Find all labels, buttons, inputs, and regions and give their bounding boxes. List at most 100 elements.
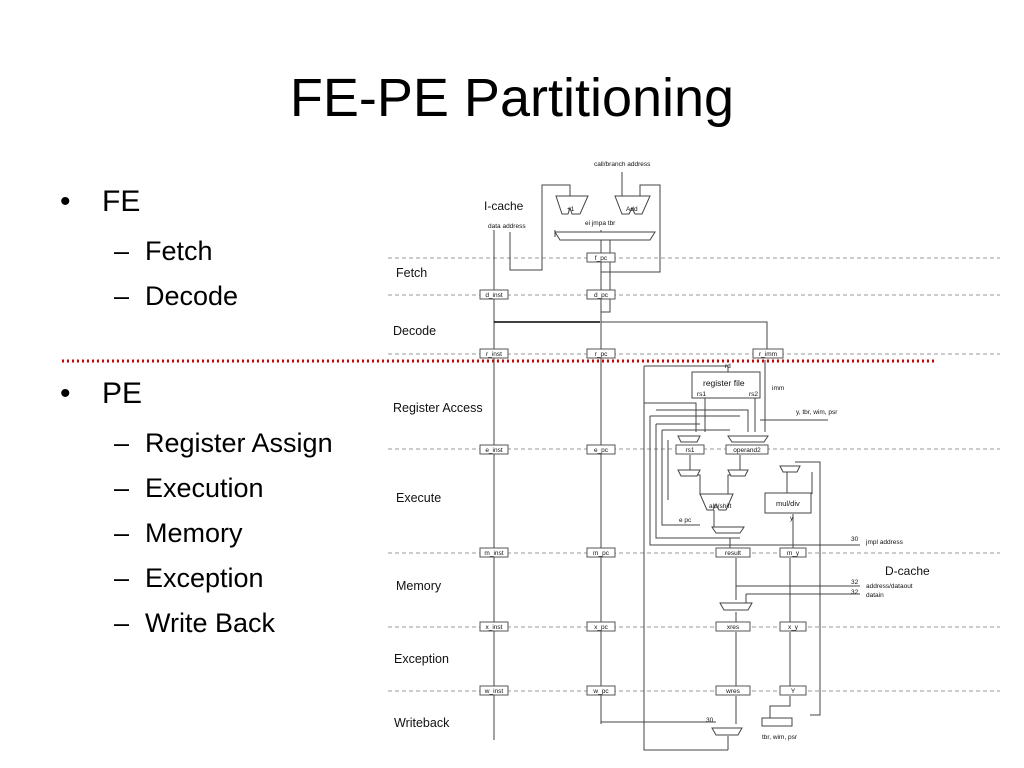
width-32-label: 32 [851, 579, 859, 586]
reg-label: d_inst [485, 292, 503, 299]
reg-x-y [779, 621, 807, 632]
imm-label: imm [772, 385, 784, 392]
reg-d-pc [586, 289, 616, 300]
reg-rs1 [675, 444, 705, 455]
reg-label: operand2 [733, 447, 761, 454]
reg-xres [715, 621, 751, 632]
reg-x-inst [479, 621, 509, 632]
e-pc-label: e pc [679, 517, 692, 524]
sub-bullet-label: Fetch [145, 236, 213, 266]
stage-labels: Fetch Decode Register Access Execute Mem… [393, 266, 483, 730]
wire [661, 430, 700, 526]
mul-div-label: mul/div [776, 499, 800, 508]
operand2-mux-icon [727, 435, 769, 443]
reg-result [715, 547, 751, 558]
reg-label: m_y [787, 550, 800, 557]
wire [600, 240, 611, 313]
bypass-mux-icon [677, 469, 701, 477]
reg-label: r_imm [759, 351, 777, 358]
reg-m-y [779, 547, 807, 558]
wire [655, 424, 740, 539]
stage-label-writeback: Writeback [394, 716, 450, 730]
reg-label: Y [791, 688, 796, 695]
wire [509, 184, 571, 271]
alu-shift-label: alu/shift [709, 503, 732, 510]
stage-label-exception: Exception [394, 652, 449, 666]
reg-label: d_pc [594, 292, 609, 299]
execute-units [677, 371, 812, 736]
slide-title: FE-PE Partitioning [289, 68, 735, 128]
diagram-annotations: call/branch address data address +1 Add … [488, 161, 913, 741]
reg-label: m_inst [484, 550, 503, 557]
reg-label: w_inst [484, 688, 504, 695]
mux-inputs-label: ei jmpa tbr [585, 220, 616, 227]
dcache-label: D-cache [885, 564, 930, 578]
width-32-label: 32 [851, 589, 859, 596]
reg-f-pc [586, 252, 616, 263]
reg-e-pc [586, 444, 616, 455]
add-label: Add [626, 206, 638, 213]
stage-label-decode: Decode [393, 324, 436, 338]
icache-label: I-cache [484, 199, 524, 213]
rs2-port-label: rs2 [749, 391, 758, 398]
reg-x-pc [586, 621, 616, 632]
tbr-wim-psr-label: tbr, wim, psr [762, 734, 798, 741]
rs1-mux-icon [677, 435, 701, 443]
increment-adder-icon [555, 195, 589, 215]
data-address-label: data address [488, 223, 526, 230]
pipeline-registers [479, 252, 807, 696]
reg-label: result [725, 550, 741, 557]
sub-bullet-label: Decode [145, 281, 239, 311]
reg-label: x_y [788, 624, 799, 631]
reg-label: f_pc [595, 255, 608, 262]
wire [601, 321, 768, 350]
writeback-mux-icon [711, 727, 743, 736]
wires [493, 172, 860, 751]
sub-bullet-label: Register Assign [145, 428, 333, 458]
plus-one-label: +1 [567, 206, 575, 213]
datain-label: datain [866, 592, 884, 599]
wire [649, 416, 860, 546]
bullet-fe-label: FE [102, 185, 141, 218]
wire [769, 696, 791, 718]
width-30-label: 30 [851, 536, 859, 543]
sub-bullet-label: Execution [145, 473, 264, 503]
rd-label: rd [725, 363, 731, 370]
wire [656, 409, 749, 432]
reg-d-inst [479, 289, 509, 300]
stage-label-register-access: Register Access [393, 401, 483, 415]
sub-bullet-label: Exception [145, 563, 264, 593]
reg-label: wres [725, 688, 740, 695]
special-regs-label: y, tbr, wim, psr [796, 409, 838, 416]
wire [600, 184, 661, 273]
sub-bullet-label: Memory [145, 518, 243, 548]
reg-label: x_inst [486, 624, 503, 631]
bullet-pe-label: PE [102, 377, 143, 410]
y-out-label: y [790, 515, 794, 522]
sub-bullet-label: Write Back [145, 608, 276, 638]
reg-label: e_pc [594, 447, 609, 454]
stage-label-execute: Execute [396, 491, 441, 505]
call-branch-label: call/branch address [594, 161, 651, 168]
stage-label-fetch: Fetch [396, 266, 427, 280]
memory-mux-icon [719, 602, 753, 611]
reg-label: r_pc [595, 351, 608, 358]
reg-label: e_inst [485, 447, 503, 454]
alu-shift-icon [699, 493, 734, 511]
reg-w-pc [586, 685, 616, 696]
branch-adder-icon [614, 195, 651, 215]
mul-div-unit [764, 492, 812, 514]
fetch-adders [554, 195, 656, 241]
rs1-port-label: rs1 [697, 391, 706, 398]
address-dataout-label: address/dataout [866, 583, 913, 590]
reg-label: x_pc [594, 624, 608, 631]
reg-r-inst [479, 348, 509, 359]
reg-label: rs1 [685, 447, 694, 454]
stage-label-memory: Memory [396, 579, 442, 593]
wire [644, 365, 729, 372]
pipeline-register-labels: f_pc d_inst d_pc r_inst r_pc r_imm e_ins… [484, 255, 800, 695]
reg-r-pc [586, 348, 616, 359]
register-file-label: register file [703, 378, 745, 388]
reg-label: m_pc [593, 550, 610, 557]
